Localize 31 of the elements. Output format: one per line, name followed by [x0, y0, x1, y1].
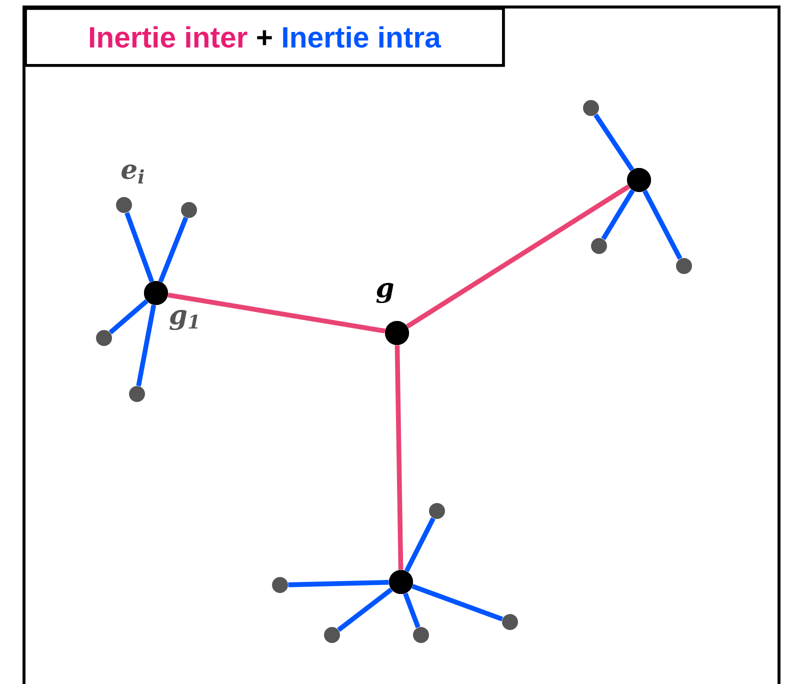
- line: [404, 517, 436, 572]
- line: [406, 184, 630, 328]
- line: [108, 299, 148, 334]
- point-dot: [413, 627, 429, 643]
- point-dot: [429, 503, 445, 519]
- line: [594, 114, 634, 172]
- point-dot: [272, 577, 288, 593]
- point-dot: [676, 258, 692, 274]
- point-label: g$_{1}$: [169, 310, 198, 330]
- point-dot: [129, 386, 145, 402]
- line: [403, 592, 420, 628]
- point-dot: [583, 100, 599, 116]
- point-dot: [502, 614, 518, 630]
- line: [412, 584, 504, 622]
- point-dot: [181, 202, 197, 218]
- line: [394, 345, 404, 570]
- line: [168, 292, 386, 334]
- title-box: Inertie inter + Inertie intra: [24, 7, 505, 67]
- line: [158, 216, 188, 282]
- line: [136, 304, 156, 386]
- line: [642, 190, 682, 260]
- line: [288, 580, 389, 588]
- line: [601, 189, 635, 240]
- line: [337, 588, 393, 632]
- point-label: g: [376, 282, 394, 304]
- line: [124, 212, 154, 282]
- point-label: e$_{i}$: [122, 164, 144, 184]
- point-dot: [116, 197, 132, 213]
- point-dot: [96, 330, 112, 346]
- point-dot: [324, 627, 340, 643]
- point-dot: [591, 238, 607, 254]
